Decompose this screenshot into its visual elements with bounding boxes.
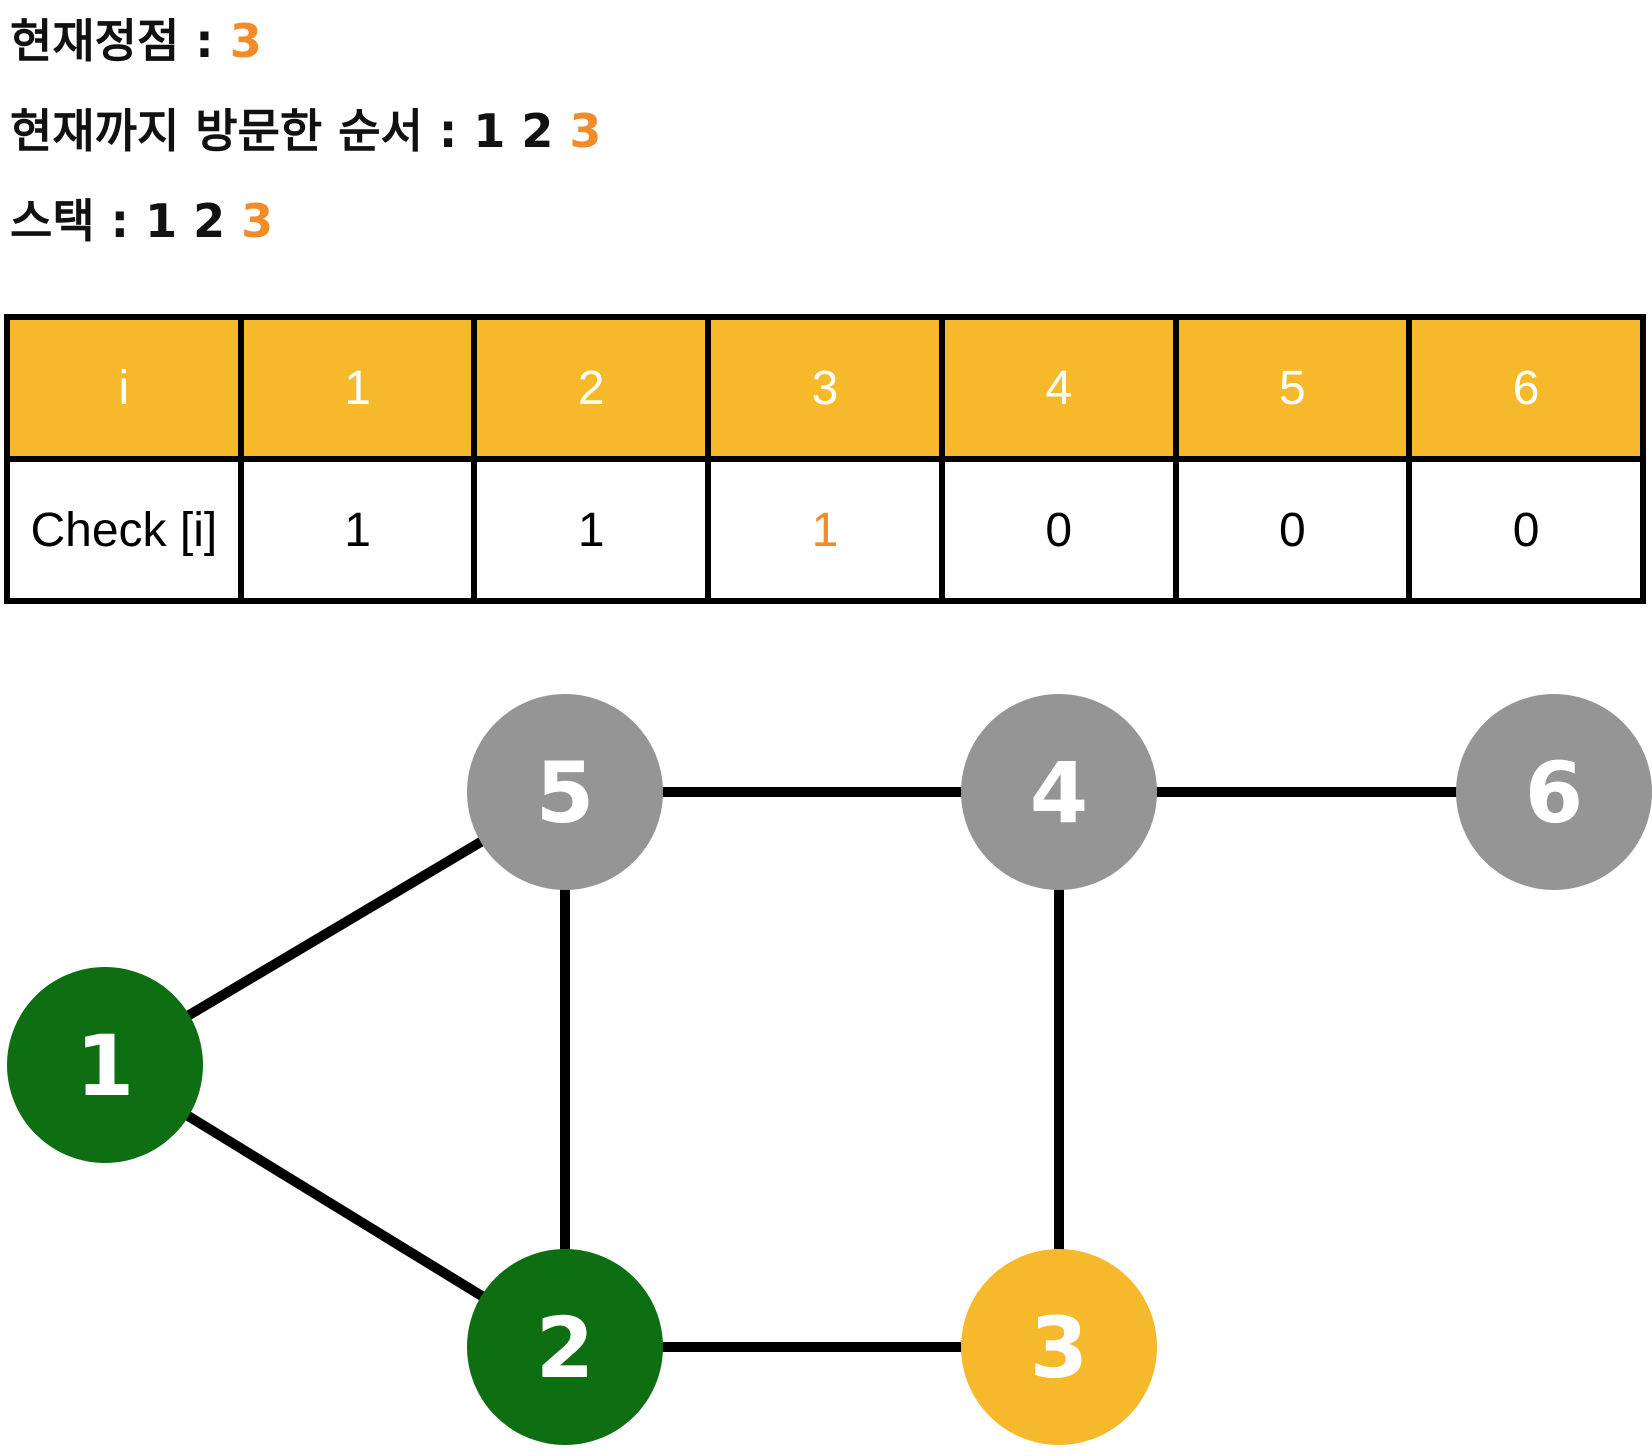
node-6: 6 [1456, 694, 1652, 890]
current-vertex-label: 현재정점 : [10, 14, 214, 68]
node-label: 3 [1030, 1299, 1088, 1397]
node-label: 5 [536, 744, 594, 842]
node-circle [961, 1249, 1157, 1445]
table-header-cell: 5 [1172, 314, 1413, 462]
table-header-cell: 1 [237, 314, 478, 462]
table-value-cell: 1 [237, 456, 478, 604]
node-label: 4 [1030, 744, 1088, 842]
visit-order-prefix: 1 2 [473, 104, 554, 158]
node-label: 6 [1525, 744, 1583, 842]
table-header-cell: 6 [1406, 314, 1646, 462]
visit-order-label: 현재까지 방문한 순서 : [10, 104, 458, 158]
node-circle [467, 694, 663, 890]
node-circle [961, 694, 1157, 890]
nodes-layer: 1 2 3 4 5 6 [7, 694, 1652, 1445]
edges-layer [102, 787, 1554, 1352]
stack-current: 3 [241, 194, 274, 248]
table-header-cell: 2 [471, 314, 712, 462]
check-table: i 1 2 3 4 5 6 Check [i] 1 1 1 0 0 0 [4, 314, 1646, 604]
visit-order-current: 3 [569, 104, 602, 158]
stack-label: 스택 : [10, 194, 130, 248]
table-value-row: Check [i] 1 1 1 0 0 0 [4, 456, 1646, 604]
node-label: 1 [76, 1017, 134, 1115]
table-row-label: Check [i] [4, 456, 244, 604]
table-header-cell: i [4, 314, 244, 462]
table-value-cell: 0 [1172, 456, 1413, 604]
table-header-cell: 3 [705, 314, 945, 462]
table-value-cell: 0 [938, 456, 1179, 604]
stack-line: 스택 : 1 2 3 [10, 198, 273, 244]
node-circle [467, 1249, 663, 1445]
stack-prefix: 1 2 [145, 194, 226, 248]
node-2: 2 [467, 1249, 663, 1445]
node-5: 5 [467, 694, 663, 890]
node-1: 1 [7, 967, 203, 1163]
visit-order-line: 현재까지 방문한 순서 : 1 2 3 [10, 108, 601, 154]
table-value-cell: 1 [471, 456, 712, 604]
current-vertex-line: 현재정점 : 3 [10, 18, 262, 64]
node-circle [7, 967, 203, 1163]
table-value-cell: 0 [1406, 456, 1646, 604]
table-header-cell: 4 [938, 314, 1179, 462]
node-label: 2 [536, 1299, 594, 1397]
node-3: 3 [961, 1249, 1157, 1445]
table-header-row: i 1 2 3 4 5 6 [4, 314, 1646, 462]
current-vertex-value: 3 [229, 14, 262, 68]
table-value-cell: 1 [705, 456, 945, 604]
node-circle [1456, 694, 1652, 890]
node-4: 4 [961, 694, 1157, 890]
